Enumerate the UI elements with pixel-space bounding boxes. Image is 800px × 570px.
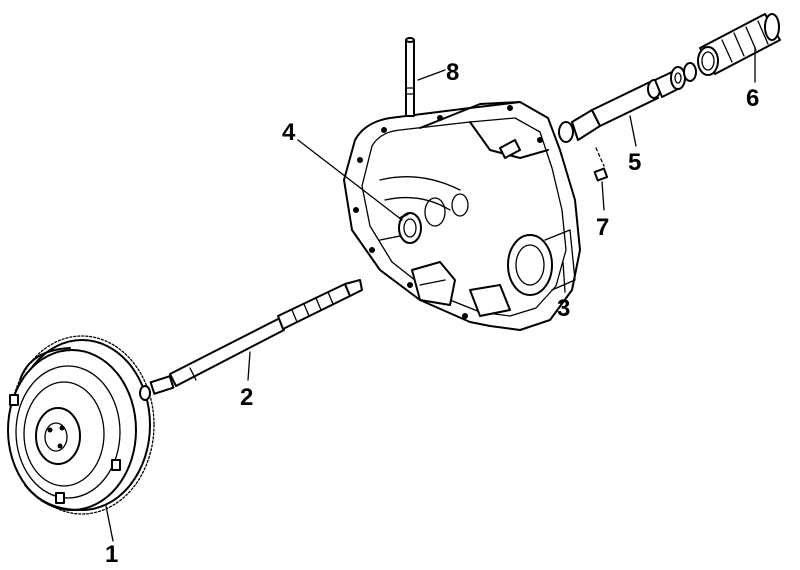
transmission-case-part[interactable] (343, 101, 581, 331)
torque-converter-part[interactable] (7, 335, 155, 515)
callout-2: 2 (240, 384, 253, 411)
callout-8: 8 (446, 59, 459, 86)
fitting-part[interactable] (593, 147, 609, 182)
callout-4: 4 (282, 119, 296, 146)
pump-seal-part[interactable] (398, 212, 422, 244)
callout-5: 5 (628, 149, 641, 176)
callout-3: 3 (557, 295, 570, 322)
extension-housing-part[interactable] (558, 62, 697, 143)
input-shaft-part[interactable] (139, 279, 363, 401)
callout-7: 7 (596, 214, 609, 241)
dust-boot-part[interactable] (697, 13, 781, 76)
dipstick-tube-part[interactable] (405, 37, 415, 117)
callout-6: 6 (746, 85, 759, 112)
callout-1: 1 (105, 541, 118, 568)
leader-lines (105, 47, 756, 542)
